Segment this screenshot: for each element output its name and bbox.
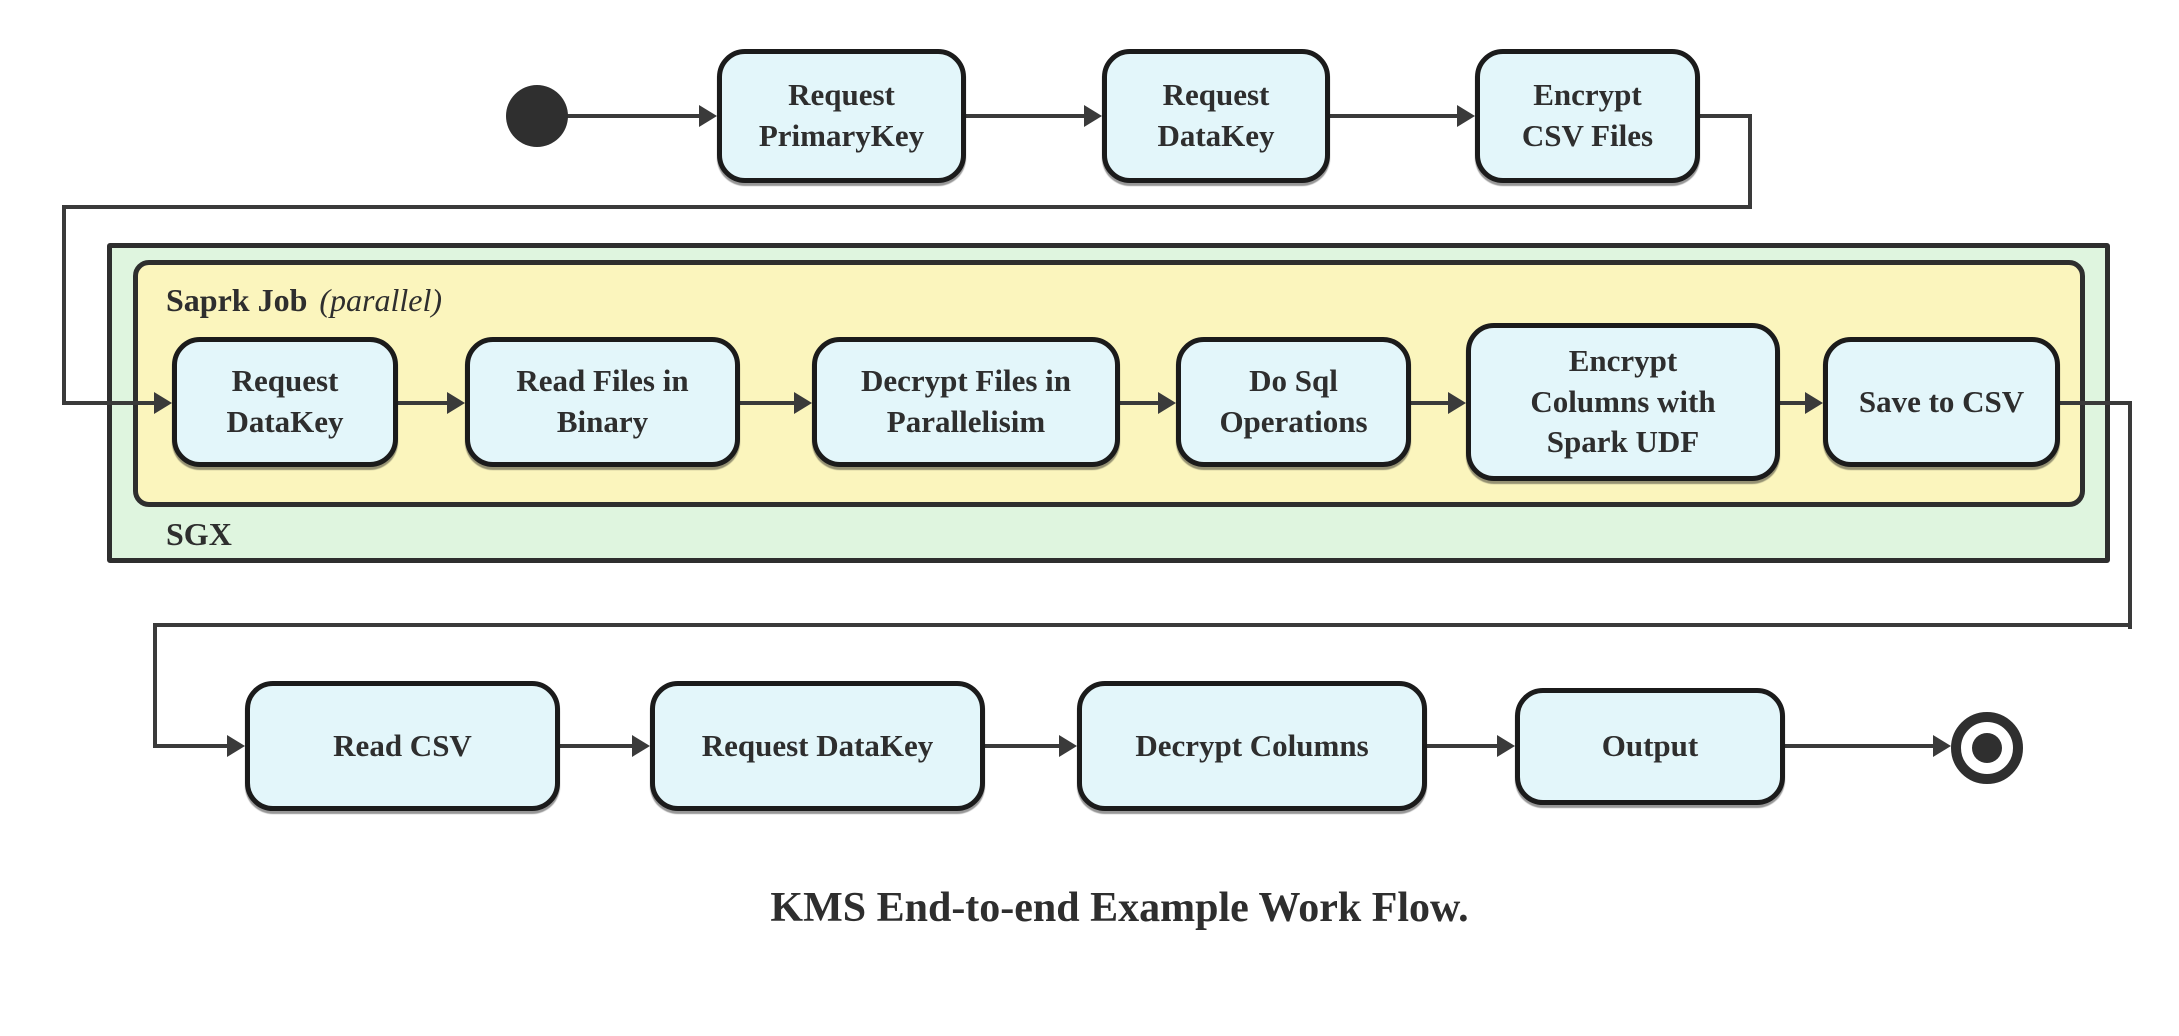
state-request-datakey-top: Request DataKey — [1102, 49, 1330, 183]
state-label-line: Do Sql — [1249, 363, 1338, 399]
state-label-line: Encrypt — [1533, 77, 1642, 113]
state-read-files-in-binary: Read Files in Binary — [465, 337, 740, 467]
state-label-line: Operations — [1219, 404, 1368, 439]
edge-save-csv-to-read-csv — [2128, 401, 2132, 629]
state-label-line: Encrypt — [1568, 342, 1678, 378]
arrowhead-icon — [1059, 735, 1077, 757]
state-read-csv: Read CSV — [245, 681, 560, 811]
edge-encrypt-csv-to-sgx — [1748, 114, 1752, 209]
state-label-line: Read Files in — [516, 363, 689, 399]
edge-encrypt-csv-to-sgx — [1700, 114, 1752, 118]
edge-encrypt-csv-to-sgx — [62, 401, 154, 405]
final-state-node — [1951, 712, 2023, 784]
state-request-datakey-bottom: Request DataKey — [650, 681, 985, 811]
edge-output-to-end — [1785, 744, 1933, 748]
arrowhead-icon — [1158, 392, 1176, 414]
state-request-primarykey: Request PrimaryKey — [717, 49, 966, 183]
state-label-line: Save to CSV — [1858, 383, 2025, 419]
state-decrypt-files-in-parallelisim: Decrypt Files in Parallelisim — [812, 337, 1120, 467]
state-label-line: DataKey — [226, 404, 344, 439]
edge-decrypt-files-to-do-sql — [1120, 401, 1158, 405]
edge-read-csv-to-request-datakey — [560, 744, 632, 748]
edge-encrypt-csv-to-sgx — [62, 205, 1752, 209]
arrowhead-icon — [227, 735, 245, 757]
arrowhead-icon — [1933, 735, 1951, 757]
edge-encrypt-csv-to-sgx — [62, 205, 66, 405]
arrowhead-icon — [447, 392, 465, 414]
state-request-datakey-sgx: Request DataKey — [172, 337, 398, 467]
state-output: Output — [1515, 688, 1785, 805]
edge-encrypt-columns-to-save-csv — [1780, 401, 1805, 405]
sgx-label: SGX — [166, 516, 232, 552]
arrowhead-icon — [1448, 392, 1466, 414]
state-do-sql-operations: Do Sql Operations — [1176, 337, 1411, 467]
edge-do-sql-to-encrypt-columns — [1411, 401, 1448, 405]
state-label-line: Decrypt Columns — [1135, 727, 1369, 763]
state-label-line: PrimaryKey — [758, 118, 925, 153]
state-save-to-csv: Save to CSV — [1823, 337, 2060, 467]
state-encrypt-csv-files: Encrypt CSV Files — [1475, 49, 1700, 183]
state-label-line: Read CSV — [333, 727, 472, 763]
edge-save-csv-to-read-csv — [153, 744, 227, 748]
arrowhead-icon — [1457, 105, 1475, 127]
edge-start-to-request-primarykey — [566, 114, 699, 118]
state-decrypt-columns: Decrypt Columns — [1077, 681, 1427, 811]
arrowhead-icon — [1805, 392, 1823, 414]
edge-save-csv-to-read-csv — [153, 623, 2132, 627]
state-label-line: Parallelisim — [886, 404, 1046, 439]
edge-request-datakey-to-decrypt-columns — [985, 744, 1059, 748]
state-label-line: Columns with — [1530, 383, 1716, 419]
arrowhead-icon — [632, 735, 650, 757]
spark-job-qualifier: (parallel) — [319, 282, 443, 318]
edge-read-files-to-decrypt-files — [740, 401, 794, 405]
edge-save-csv-to-read-csv — [2060, 401, 2132, 405]
edge-request-datakey-sgx-to-read-files — [398, 401, 447, 405]
edge-request-primarykey-to-request-datakey — [966, 114, 1084, 118]
state-label-line: Request — [231, 363, 339, 399]
final-state-dot — [1972, 733, 2002, 763]
state-label-line: Binary — [556, 404, 649, 439]
state-label-line: Request — [1162, 77, 1270, 113]
state-label-line: Output — [1601, 728, 1699, 764]
initial-state-node — [506, 85, 568, 147]
state-label-line: Request DataKey — [701, 727, 934, 763]
state-label-line: DataKey — [1157, 118, 1275, 153]
edge-decrypt-columns-to-output — [1427, 744, 1497, 748]
spark-job-title: Saprk Job — [166, 282, 308, 318]
edge-request-datakey-to-encrypt-csv — [1330, 114, 1457, 118]
diagram-caption: KMS End-to-end Example Work Flow. — [770, 885, 1469, 931]
arrowhead-icon — [1497, 735, 1515, 757]
state-label-line: CSV Files — [1521, 118, 1654, 153]
state-encrypt-columns-with-spark-udf: Encrypt Columns with Spark UDF — [1466, 323, 1780, 481]
state-label-line: Spark UDF — [1546, 424, 1700, 460]
arrowhead-icon — [794, 392, 812, 414]
arrowhead-icon — [1084, 105, 1102, 127]
arrowhead-icon — [154, 392, 172, 414]
spark-job-label: Saprk Job (parallel) — [166, 282, 442, 319]
arrowhead-icon — [699, 105, 717, 127]
state-label-line: Decrypt Files in — [860, 363, 1072, 399]
state-label-line: Request — [788, 77, 895, 113]
edge-save-csv-to-read-csv — [153, 623, 157, 748]
